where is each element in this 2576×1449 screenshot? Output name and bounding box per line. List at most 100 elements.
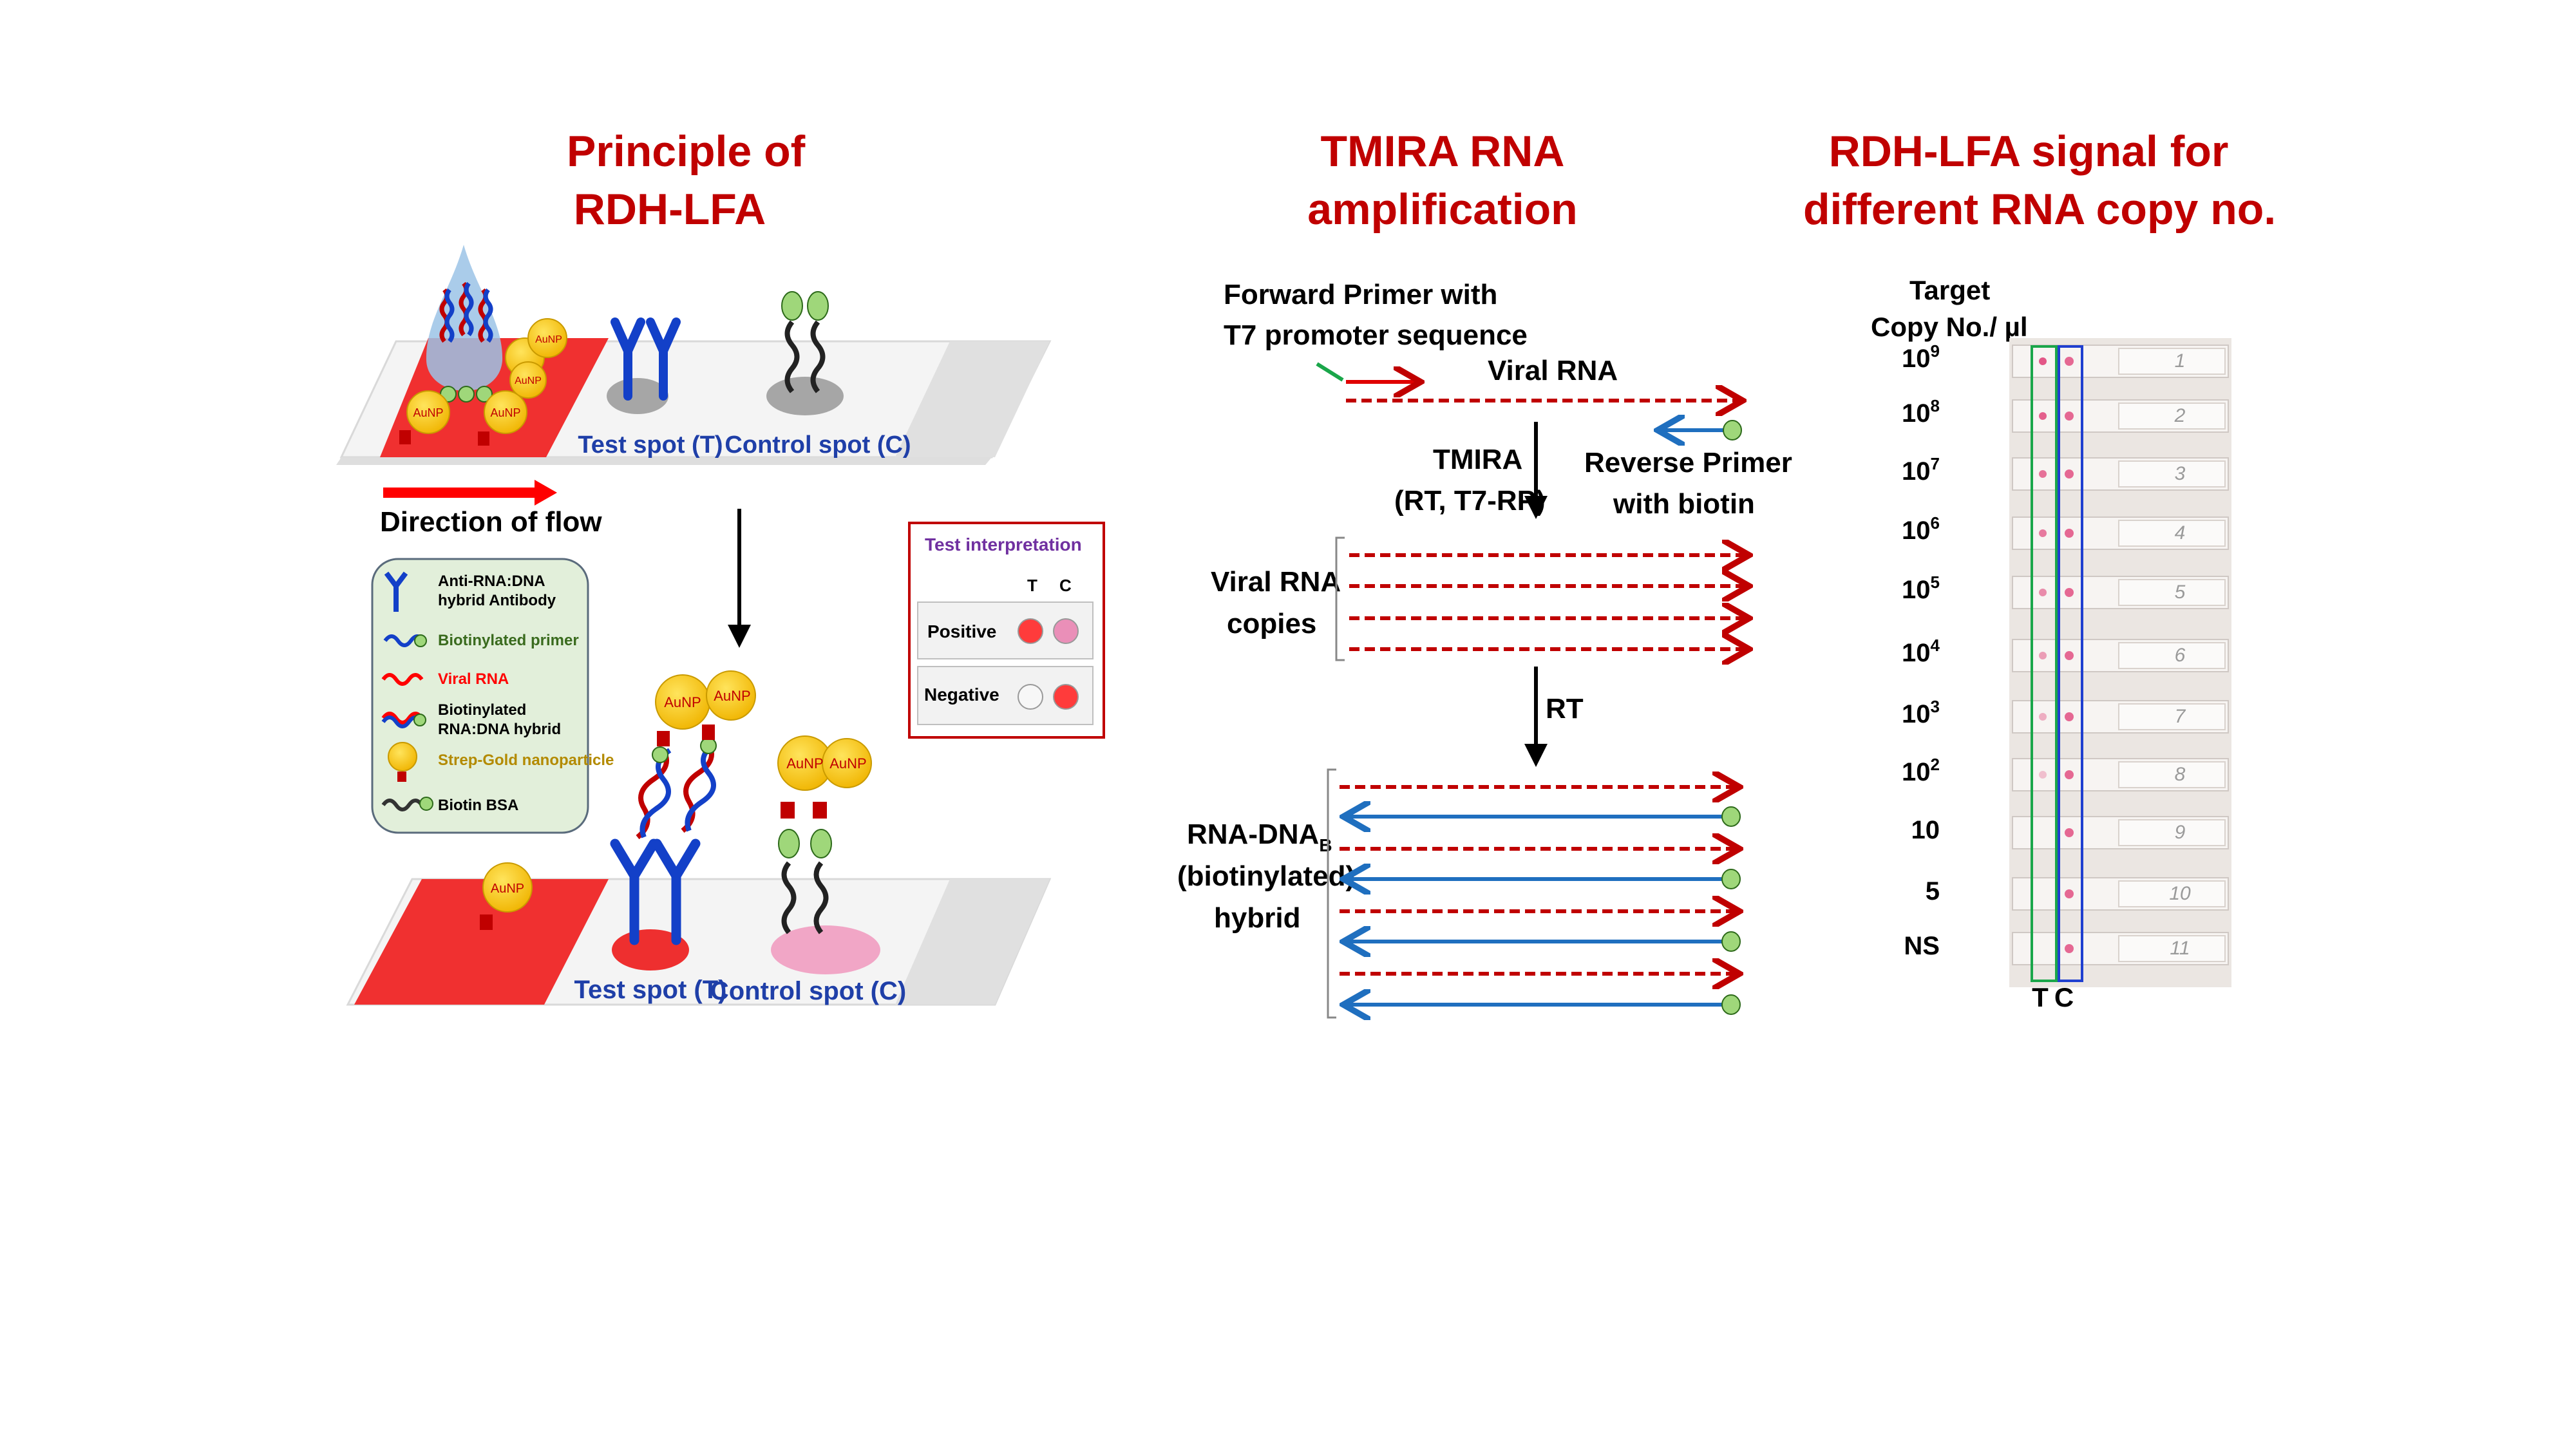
copy-number-label: 102 <box>1902 755 1940 786</box>
tmira-title: TMIRA RNA amplification <box>1307 122 1578 238</box>
tmira-step-line2: (RT, T7-RP) <box>1394 485 1546 516</box>
legend-hybrid-line2: RNA:DNA hybrid <box>438 721 561 738</box>
strip-number: 7 <box>2175 706 2186 727</box>
legend-biotin-bsa: Biotin BSA <box>438 797 518 814</box>
t-line-box <box>2031 345 2058 982</box>
strip-label-area <box>2118 460 2226 488</box>
tmira-title-line2: amplification <box>1307 185 1578 234</box>
strip-rows: 1109210831074106510561047103810291010511… <box>1902 341 2229 965</box>
test-spot-top <box>607 317 681 414</box>
t-line-dot <box>2039 529 2047 537</box>
control-spot-positive <box>771 925 880 974</box>
signal-header-line1: Target <box>1909 275 1990 305</box>
c-line-dot <box>2065 588 2074 597</box>
strip-number: 6 <box>2175 645 2186 666</box>
viral-rna-label: Viral RNA <box>1488 355 1618 386</box>
copy-number-label: 108 <box>1902 396 1940 428</box>
c-line-dot <box>2065 357 2074 366</box>
legend-nanoparticle: Strep-Gold nanoparticle <box>438 752 614 769</box>
positive-c-dot <box>1053 618 1079 644</box>
copy-number-label: 5 <box>1926 877 1940 905</box>
strip-number: 1 <box>2175 350 2186 372</box>
copy-number-label: 104 <box>1902 636 1940 667</box>
hybrid-line1: RNA-DNAB <box>1187 819 1332 855</box>
c-line-dot <box>2065 828 2074 837</box>
tmira-title-line1: TMIRA RNA <box>1320 127 1565 176</box>
aunp-label-5: AuNP <box>491 882 524 896</box>
legend-hybrid-icon <box>381 712 424 724</box>
legend-rna-icon <box>381 673 424 686</box>
strip-label-area <box>2118 579 2226 606</box>
strip-number: 11 <box>2170 938 2190 959</box>
strip-label-area <box>2118 761 2226 788</box>
strip-number: 10 <box>2169 883 2191 904</box>
t-line-dot <box>2039 357 2047 365</box>
copy-number-label: 103 <box>1902 697 1940 728</box>
interpretation-col-t: T <box>1027 576 1037 595</box>
aunp-label-1: AuNP <box>413 406 443 419</box>
legend-box: Anti-RNA:DNA hybrid Antibody Biotinylate… <box>371 558 614 834</box>
t-line-dot <box>2039 412 2047 420</box>
reverse-primer <box>1662 421 1742 440</box>
c-line-dot <box>2065 770 2074 779</box>
c-line-dot <box>2065 889 2074 898</box>
interpretation-negative: Negative <box>924 685 999 705</box>
copy-number-label: 105 <box>1902 573 1940 604</box>
strip-number: 2 <box>2174 405 2186 426</box>
copy-number-label: 106 <box>1902 513 1940 545</box>
principle-title-line1: Principle of <box>567 127 806 176</box>
strip-number: 5 <box>2175 582 2186 603</box>
signal-header-line2: Copy No./ µl <box>1871 312 2028 342</box>
legend-antibody-line2: hybrid Antibody <box>438 592 556 609</box>
interpretation-positive: Positive <box>927 621 996 641</box>
signal-title: RDH-LFA signal for different RNA copy no… <box>1803 122 2277 238</box>
interpretation-box: Test interpretation T C Positive Negativ… <box>908 522 1105 739</box>
strip-number: 4 <box>2175 522 2186 544</box>
strip-label-area <box>2118 819 2226 846</box>
rt-label: RT <box>1546 693 1584 724</box>
strip-label-area <box>2118 348 2226 375</box>
control-spot-label-top: Control spot (C) <box>724 431 911 459</box>
c-line-dot <box>2065 712 2074 721</box>
copies-line2: copies <box>1227 608 1316 639</box>
legend-viral-rna: Viral RNA <box>438 670 509 688</box>
legend-primer: Biotinylated primer <box>438 632 579 649</box>
reverse-primer-line2: with biotin <box>1613 488 1755 520</box>
legend-antibody-line1: Anti-RNA:DNA <box>438 573 545 590</box>
copies-line1: Viral RNA <box>1211 566 1341 598</box>
copies-bracket <box>1335 536 1345 661</box>
control-spot-top <box>766 291 844 415</box>
negative-t-dot <box>1018 684 1043 710</box>
copy-number-label: 10 <box>1911 816 1940 844</box>
tmira-step-line1: TMIRA <box>1433 444 1522 475</box>
top-nanoparticles: AuNP AuNP AuNP AuNP <box>399 318 567 446</box>
t-line-dot <box>2039 713 2047 721</box>
reverse-primer-line1: Reverse Primer <box>1584 447 1792 478</box>
strip-label-area <box>2118 880 2226 907</box>
legend-biotin-bsa-icon <box>381 799 424 811</box>
legend-gold-icon <box>388 742 417 772</box>
c-line-dot <box>2065 651 2074 660</box>
copy-number-label: NS <box>1904 932 1940 960</box>
aunp-label-6: AuNP <box>664 694 701 710</box>
t-line-dot <box>2039 589 2047 596</box>
t-line-dot <box>2039 771 2047 779</box>
c-label: C <box>2054 982 2074 1012</box>
t-line-dot <box>2039 652 2047 659</box>
flow-arrow <box>383 480 557 506</box>
principle-title-line2: RDH-LFA <box>573 185 766 234</box>
strip-number: 8 <box>2175 764 2186 785</box>
control-spot-complex: AuNP AuNP <box>777 735 872 934</box>
t-line-dot <box>2039 470 2047 478</box>
strip-label-area <box>2118 703 2226 730</box>
strip-label-area <box>2118 520 2226 547</box>
t-label: T <box>2032 982 2049 1012</box>
c-line-dot <box>2065 944 2074 953</box>
hybrid-line3: hybrid <box>1214 902 1300 934</box>
forward-primer-line1: Forward Primer with <box>1224 279 1497 310</box>
signal-title-line2: different RNA copy no. <box>1803 185 2277 234</box>
c-line-dot <box>2065 469 2074 478</box>
copy-number-label: 107 <box>1902 454 1940 486</box>
sample-drop <box>426 245 503 402</box>
strip-label-area <box>2118 935 2226 962</box>
